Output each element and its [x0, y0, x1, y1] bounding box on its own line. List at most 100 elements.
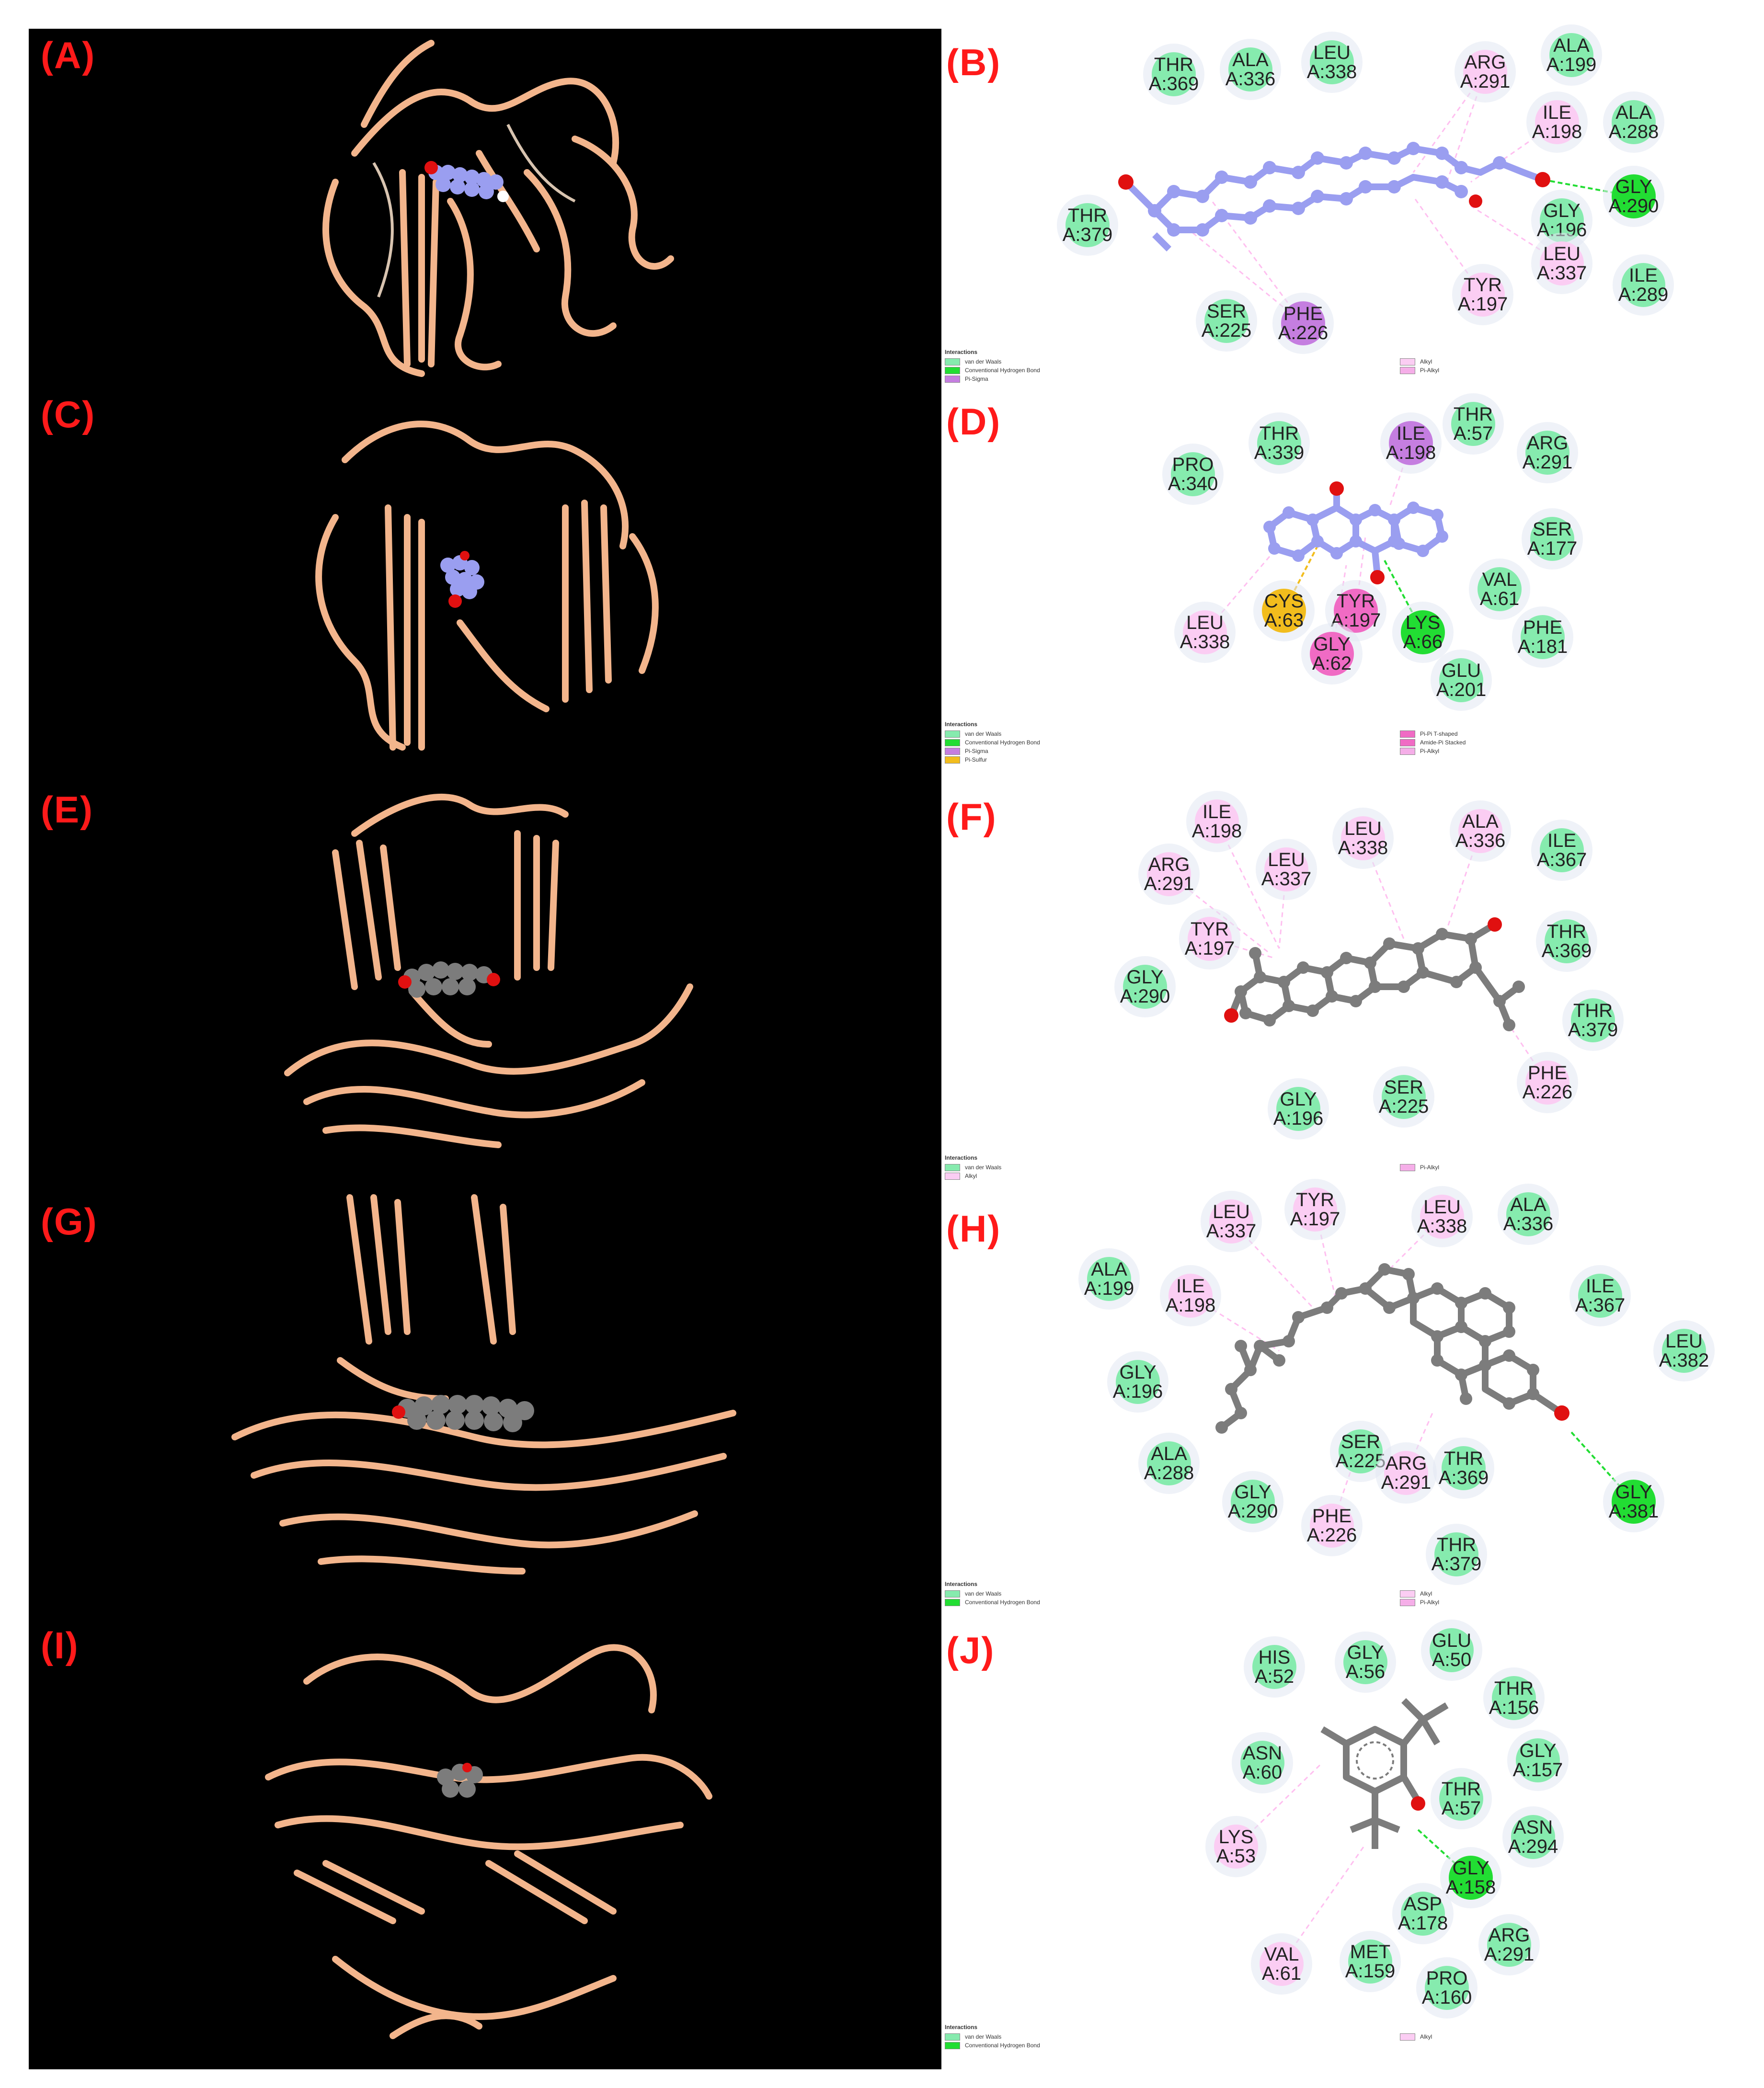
residue-name: ARG: [1464, 52, 1506, 73]
residue-number: A:291: [1381, 1472, 1432, 1493]
residue-name: HIS: [1258, 1647, 1291, 1668]
legend-entry: Pi-Sigma: [945, 375, 1400, 383]
residue-number: A:338: [1306, 61, 1357, 82]
residue-number: A:340: [1168, 473, 1218, 494]
residue-name: LEU: [1313, 42, 1351, 63]
legend-heading: Interactions: [945, 1154, 978, 1161]
residue-number: A:61: [1261, 1963, 1302, 1984]
protein-ribbon-i: [265, 1644, 712, 2039]
residue-name: GLY: [1615, 1482, 1652, 1503]
residue-number: A:369: [1438, 1467, 1489, 1488]
legend-swatch: [1400, 1590, 1415, 1597]
legend-entry: Pi-Alkyl: [1400, 366, 1439, 375]
residue-name: ILE: [1585, 1276, 1615, 1297]
residue-number: A:181: [1517, 636, 1568, 657]
legend-heading: Interactions: [945, 349, 978, 355]
legend-heading: Interactions: [945, 2024, 978, 2031]
legend-swatch: [945, 747, 960, 755]
residue-name: ILE: [1202, 801, 1232, 822]
legend-entry: Pi-Alkyl: [1400, 1598, 1439, 1607]
residue-name: ILE: [1628, 265, 1658, 286]
residue-name: LEU: [1213, 1201, 1250, 1222]
legend-swatch: [945, 1172, 960, 1180]
residue-name: ILE: [1542, 102, 1572, 123]
residue-number: A:288: [1144, 1462, 1194, 1483]
legend-entry: Alkyl: [1400, 1589, 1439, 1598]
residue-number: A:291: [1460, 71, 1511, 92]
ligand-structure-h: [1190, 1209, 1635, 1526]
residue-number: A:63: [1264, 610, 1304, 631]
residue-number: A:336: [1225, 68, 1276, 90]
legend-swatch: [1400, 1598, 1415, 1606]
residue-name: ILE: [1547, 830, 1577, 851]
legend-swatch: [945, 375, 960, 383]
legend-swatch: [945, 2033, 960, 2041]
residue-name: THR: [1453, 404, 1493, 425]
legend-entry: van der Waals: [945, 730, 1400, 738]
legend-swatch: [945, 739, 960, 746]
residue-name: GLY: [1615, 176, 1652, 197]
residue-number: A:291: [1144, 873, 1194, 894]
residue-number: A:290: [1608, 195, 1659, 217]
legend-label: Amide-Pi Stacked: [1420, 739, 1466, 746]
residue-number: A:198: [1532, 121, 1582, 142]
residue-name: SER: [1206, 301, 1247, 322]
residue-number: A:196: [1273, 1108, 1324, 1129]
legend-entry: Pi-Sulfur: [945, 755, 1400, 764]
residue-name: TYR: [1337, 591, 1375, 612]
residue-number: A:198: [1165, 1295, 1216, 1316]
legend-label: van der Waals: [965, 1164, 1002, 1171]
residue-name: ARG: [1526, 433, 1569, 454]
panel-label-h: (H): [946, 1208, 1001, 1250]
residue-number: A:339: [1254, 442, 1305, 463]
legend-entry: van der Waals: [945, 357, 1400, 366]
panel-label-b: (B): [946, 41, 1001, 83]
residue-name: LEU: [1186, 612, 1224, 633]
residue-name: CYS: [1264, 591, 1304, 612]
residue-number: A:226: [1306, 1525, 1357, 1546]
panel-label-i: (I): [41, 1624, 79, 1666]
legend-entry: Pi-Alkyl: [1400, 1163, 1439, 1172]
panel-label-g: (G): [41, 1200, 98, 1243]
legend-swatch: [1400, 366, 1415, 374]
residue-name: GLY: [1280, 1089, 1317, 1110]
residue-name: THR: [1259, 423, 1299, 444]
residue-number: A:57: [1453, 423, 1493, 444]
residue-number: A:338: [1417, 1216, 1467, 1237]
residue-name: THR: [1441, 1779, 1481, 1800]
panel-label-j: (J): [946, 1629, 995, 1671]
residue-name: SER: [1532, 519, 1572, 540]
residue-name: ALA: [1091, 1259, 1127, 1280]
residue-name: PRO: [1426, 1968, 1468, 1989]
legend-swatch: [1400, 747, 1415, 755]
